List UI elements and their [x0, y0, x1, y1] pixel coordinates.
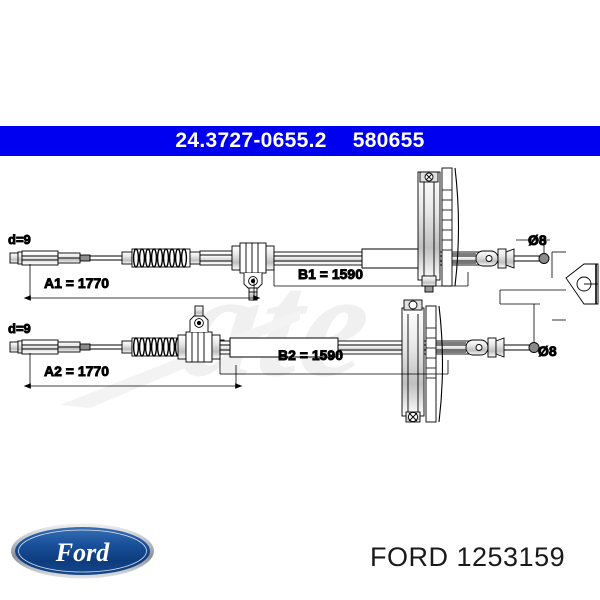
- bottom-end-diameter-label: d=9: [8, 321, 31, 336]
- bottom-left-end-fitting: [9, 339, 91, 355]
- top-total-length-label: A1 = 1770: [44, 275, 109, 291]
- bottom-total-length-label: A2 = 1770: [44, 363, 109, 379]
- ford-logo-text: Ford: [55, 538, 110, 567]
- top-inner-length-label: B1 = 1590: [298, 266, 363, 282]
- bottom-cable-strand: [90, 344, 122, 350]
- ford-oval-logo: Ford: [11, 523, 154, 579]
- top-cable-assembly: d=9 A1 = 1770 B1 = 1590 Ø8: [8, 167, 599, 305]
- top-cable-strand: [90, 255, 122, 261]
- top-sleeve-a: [199, 250, 233, 266]
- top-spring-boot: [121, 248, 201, 268]
- bottom-mount-bracket: [401, 299, 444, 423]
- bottom-mid-clamp: [177, 305, 221, 363]
- header-bar: 24.3727-0655.2 580655: [0, 126, 600, 156]
- bottom-right-rod: [436, 337, 540, 358]
- top-rod-diameter-label: Ø8: [528, 232, 547, 248]
- top-right-rod: [452, 248, 550, 269]
- technical-drawing: ate: [0, 160, 600, 440]
- top-dimensions: [23, 239, 566, 301]
- bottom-rod-diameter-label: Ø8: [538, 343, 557, 359]
- top-far-bracket-detail: [565, 263, 599, 305]
- bottom-dimensions: [23, 289, 566, 389]
- ford-part-number: FORD 1253159: [370, 542, 566, 572]
- top-left-end-fitting: [9, 250, 91, 266]
- part-code-text: 24.3727-0655.2: [175, 129, 327, 152]
- bottom-cable-assembly: d=9 A2 = 1770 B2 = 1590 Ø8: [8, 289, 566, 423]
- top-end-diameter-label: d=9: [8, 232, 31, 247]
- top-mid-clamp: [231, 242, 275, 301]
- bottom-inner-length-label: B2 = 1590: [278, 347, 343, 363]
- top-mount-bracket: [417, 167, 460, 293]
- reference-number-text: 580655: [352, 129, 425, 152]
- footer: Ford FORD 1253159: [0, 500, 600, 600]
- drawing-canvas: ate: [8, 167, 599, 423]
